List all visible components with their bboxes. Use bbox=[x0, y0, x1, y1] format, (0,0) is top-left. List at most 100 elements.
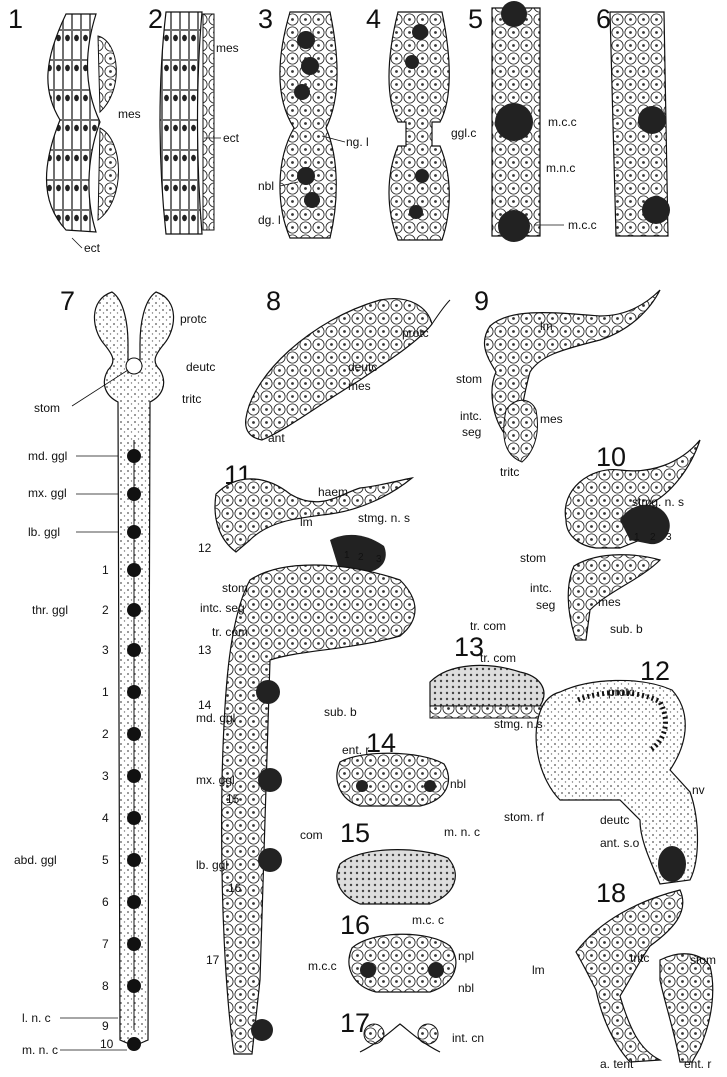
label-ng-l: ng. l bbox=[346, 135, 369, 149]
figure-6: 6 bbox=[596, 4, 670, 236]
ganglion-bead bbox=[127, 449, 141, 463]
label-lm: lm bbox=[540, 319, 553, 333]
label-thr-ggl: thr. ggl bbox=[32, 603, 68, 617]
label-l-n-c: l. n. c bbox=[22, 1011, 51, 1025]
segment-number: 8 bbox=[102, 979, 109, 993]
nerve-number: 2 bbox=[650, 532, 656, 543]
label-intc: intc. bbox=[530, 581, 552, 595]
label-ect: ect bbox=[84, 241, 101, 255]
label-mes: mes bbox=[598, 595, 621, 609]
ganglion-bead bbox=[127, 603, 141, 617]
label-ant: ant bbox=[268, 431, 285, 445]
figure-number-18: 18 bbox=[596, 878, 626, 908]
label-mes: mes bbox=[118, 107, 141, 121]
figure-number-12: 12 bbox=[640, 656, 670, 686]
label-mx-ggl: mx. ggl bbox=[196, 773, 235, 787]
figure-number-8: 8 bbox=[266, 286, 281, 316]
level-mark: 13 bbox=[198, 643, 212, 657]
label-md-ggl: md. ggl bbox=[196, 711, 235, 725]
figure-18: 18 lm tritc stom a. tent ent. r bbox=[532, 878, 716, 1071]
figure-1: 1 mes ect bbox=[8, 4, 141, 255]
level-mark: 15 bbox=[226, 792, 240, 806]
label-tritc: tritc bbox=[500, 465, 519, 479]
figure-3: 3 ng. l nbl dg. l bbox=[258, 4, 369, 238]
label-intc: intc. bbox=[460, 409, 482, 423]
ganglion-bead bbox=[127, 685, 141, 699]
ganglion-bead bbox=[127, 769, 141, 783]
label-m-n-c: m.n.c bbox=[546, 161, 575, 175]
level-mark: 16 bbox=[228, 881, 242, 895]
label-tritc: tritc bbox=[182, 392, 201, 406]
label-haem: haem bbox=[318, 485, 348, 499]
label-nbl: nbl bbox=[450, 777, 466, 791]
label-m-c-c-top: m.c.c bbox=[548, 115, 577, 129]
label-abd-ggl: abd. ggl bbox=[14, 853, 57, 867]
segment-number: 10 bbox=[100, 1037, 114, 1051]
figure-number-15: 15 bbox=[340, 818, 370, 848]
antennal-sense-organ bbox=[658, 846, 686, 882]
ectoderm-layer bbox=[47, 14, 101, 232]
figure-2: 2 mes ect bbox=[148, 4, 240, 234]
nerve-number: 3 bbox=[376, 554, 382, 565]
segment-number: 2 bbox=[102, 727, 109, 741]
mesoderm-layer bbox=[203, 14, 214, 230]
segment-number: 5 bbox=[102, 853, 109, 867]
stomodaeum-ring bbox=[126, 358, 142, 374]
ganglion-bead bbox=[127, 853, 141, 867]
cross-section bbox=[430, 665, 544, 706]
ganglion-bead bbox=[127, 487, 141, 501]
segment-number: 4 bbox=[102, 811, 109, 825]
segment-number: 1 bbox=[102, 685, 109, 699]
label-a-tent: a. tent bbox=[600, 1057, 634, 1071]
label-lm: lm bbox=[532, 963, 545, 977]
label-mes: mes bbox=[348, 379, 371, 393]
label-mx-ggl: mx. ggl bbox=[28, 486, 67, 500]
label-npl: npl bbox=[458, 949, 474, 963]
figure-number-1: 1 bbox=[8, 4, 23, 34]
label-mes: mes bbox=[540, 412, 563, 426]
ganglion-bead bbox=[127, 811, 141, 825]
figure-14: 14 nbl bbox=[337, 728, 466, 806]
cross-section bbox=[337, 753, 449, 806]
label-stmg-n-s: stmg. n.s bbox=[494, 717, 543, 731]
label-lb-ggl: lb. ggl bbox=[28, 525, 60, 539]
median-cord-cell bbox=[501, 1, 527, 27]
ganglion-bead bbox=[127, 937, 141, 951]
segment-number: 3 bbox=[102, 643, 109, 657]
ganglion-bead bbox=[127, 643, 141, 657]
label-deutc: deutc bbox=[600, 813, 629, 827]
figure-5: 5 m.c.c m.n.c m.c.c bbox=[468, 1, 597, 242]
label-stom: stom bbox=[690, 953, 716, 967]
label-nbl: nbl bbox=[258, 179, 274, 193]
label-mes: mes bbox=[216, 41, 239, 55]
label-stom: stom bbox=[456, 372, 482, 386]
label-ant-s-o: ant. s.o bbox=[600, 836, 640, 850]
figure-8: 8 protc deutc mes ant bbox=[246, 286, 450, 445]
ganglion-bead bbox=[127, 979, 141, 993]
nerve-number: 1 bbox=[344, 550, 350, 561]
median-cord-cell bbox=[495, 103, 533, 141]
label-dg-l: dg. l bbox=[258, 213, 281, 227]
segment-number: 2 bbox=[102, 603, 109, 617]
label-nbl: nbl bbox=[458, 981, 474, 995]
label-ect: ect bbox=[223, 131, 240, 145]
label-stmg-n-s: stmg. n. s bbox=[358, 511, 410, 525]
figure-number-9: 9 bbox=[474, 286, 489, 316]
ganglion-bead bbox=[127, 563, 141, 577]
label-int-cn: int. cn bbox=[452, 1031, 484, 1045]
label-m-c-c: m.c.c bbox=[308, 959, 337, 973]
figure-number-4: 4 bbox=[366, 4, 381, 34]
figure-4: 4 ggl.c bbox=[366, 4, 476, 240]
label-tritc: tritc bbox=[630, 951, 649, 965]
median-cord-cell bbox=[498, 210, 530, 242]
figure-17: 17 int. cn bbox=[340, 1008, 484, 1052]
label-stom: stom bbox=[222, 581, 248, 595]
label-seg: seg bbox=[536, 598, 555, 612]
label-lm: lm bbox=[300, 515, 313, 529]
segment-number: 7 bbox=[102, 937, 109, 951]
segment-number: 9 bbox=[102, 1019, 109, 1033]
segment-number: 3 bbox=[102, 769, 109, 783]
figure-13: 13 tr. com bbox=[430, 632, 544, 718]
nerve-number: 3 bbox=[666, 532, 672, 543]
